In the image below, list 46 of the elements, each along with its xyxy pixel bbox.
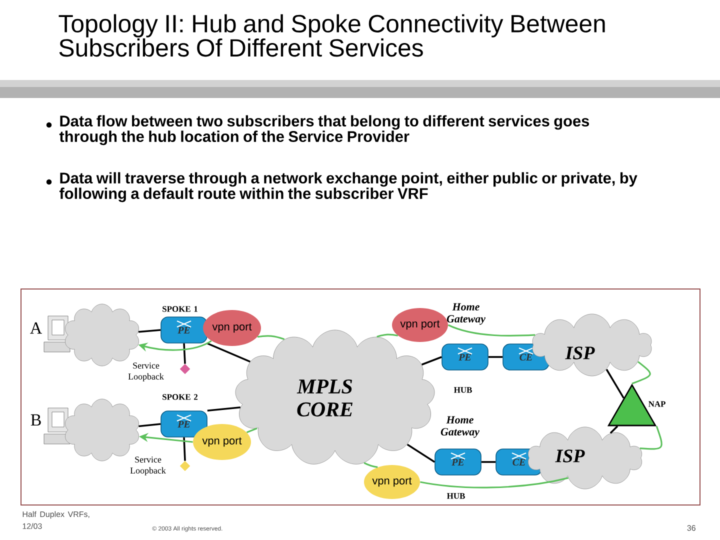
device-label: Service Loopback [130, 456, 166, 476]
loopback-diamond [180, 364, 190, 374]
router: PE [160, 410, 208, 438]
vpn-port-oval: vpn port [392, 308, 448, 342]
flow-line [246, 428, 258, 434]
link-line [606, 368, 624, 398]
flow-line [364, 462, 378, 468]
bullet-text: Data flow between two subscribers that belong to different services goes through the hub location of the Service Provider [59, 115, 590, 146]
link-line [207, 342, 250, 362]
link-line [183, 437, 186, 461]
host-label: B [30, 414, 41, 426]
cloud: ISP [528, 426, 642, 490]
link-line [481, 461, 496, 463]
loopback-diamond [180, 460, 190, 472]
device-label: Home Gateway [440, 416, 480, 438]
flow-line [257, 335, 285, 340]
link-line [138, 329, 161, 333]
vpn-port-oval: vpn port [364, 465, 420, 499]
bullet-text: Data will traverse through a network exchange point, either public or private, by following a default route within the subscriber VRF [59, 172, 638, 202]
device-label: NAP [648, 401, 666, 407]
link-line [610, 426, 618, 434]
router: PE [434, 448, 482, 476]
device-label: SPOKE 2 [162, 394, 198, 400]
device-label: Home Gateway [446, 303, 486, 325]
device-label: SPOKE 1 [162, 306, 198, 312]
device-label: Service Loopback [128, 362, 164, 382]
flow-line [376, 334, 398, 338]
flow-line [420, 477, 568, 488]
link-line [406, 444, 436, 463]
link-line [421, 356, 442, 366]
vpn-port-oval: vpn port [193, 424, 251, 460]
device-label: HUB [446, 493, 465, 499]
flow-line [640, 426, 662, 450]
cloud: ISP [532, 314, 652, 376]
link-line [138, 423, 161, 428]
link-line [488, 356, 503, 358]
title: Topology II: Hub and Spoke Connectivity Between Subscribers Of Different Services [58, 14, 605, 57]
link-line [207, 406, 240, 412]
router: PE [160, 316, 208, 344]
vpn-port-oval: vpn port [203, 310, 261, 346]
host-label: A [30, 322, 42, 334]
flow-line [632, 361, 651, 384]
device-label: HUB [454, 387, 472, 393]
link-line [183, 343, 186, 364]
flow-line [448, 324, 536, 337]
router: PE [442, 344, 488, 370]
